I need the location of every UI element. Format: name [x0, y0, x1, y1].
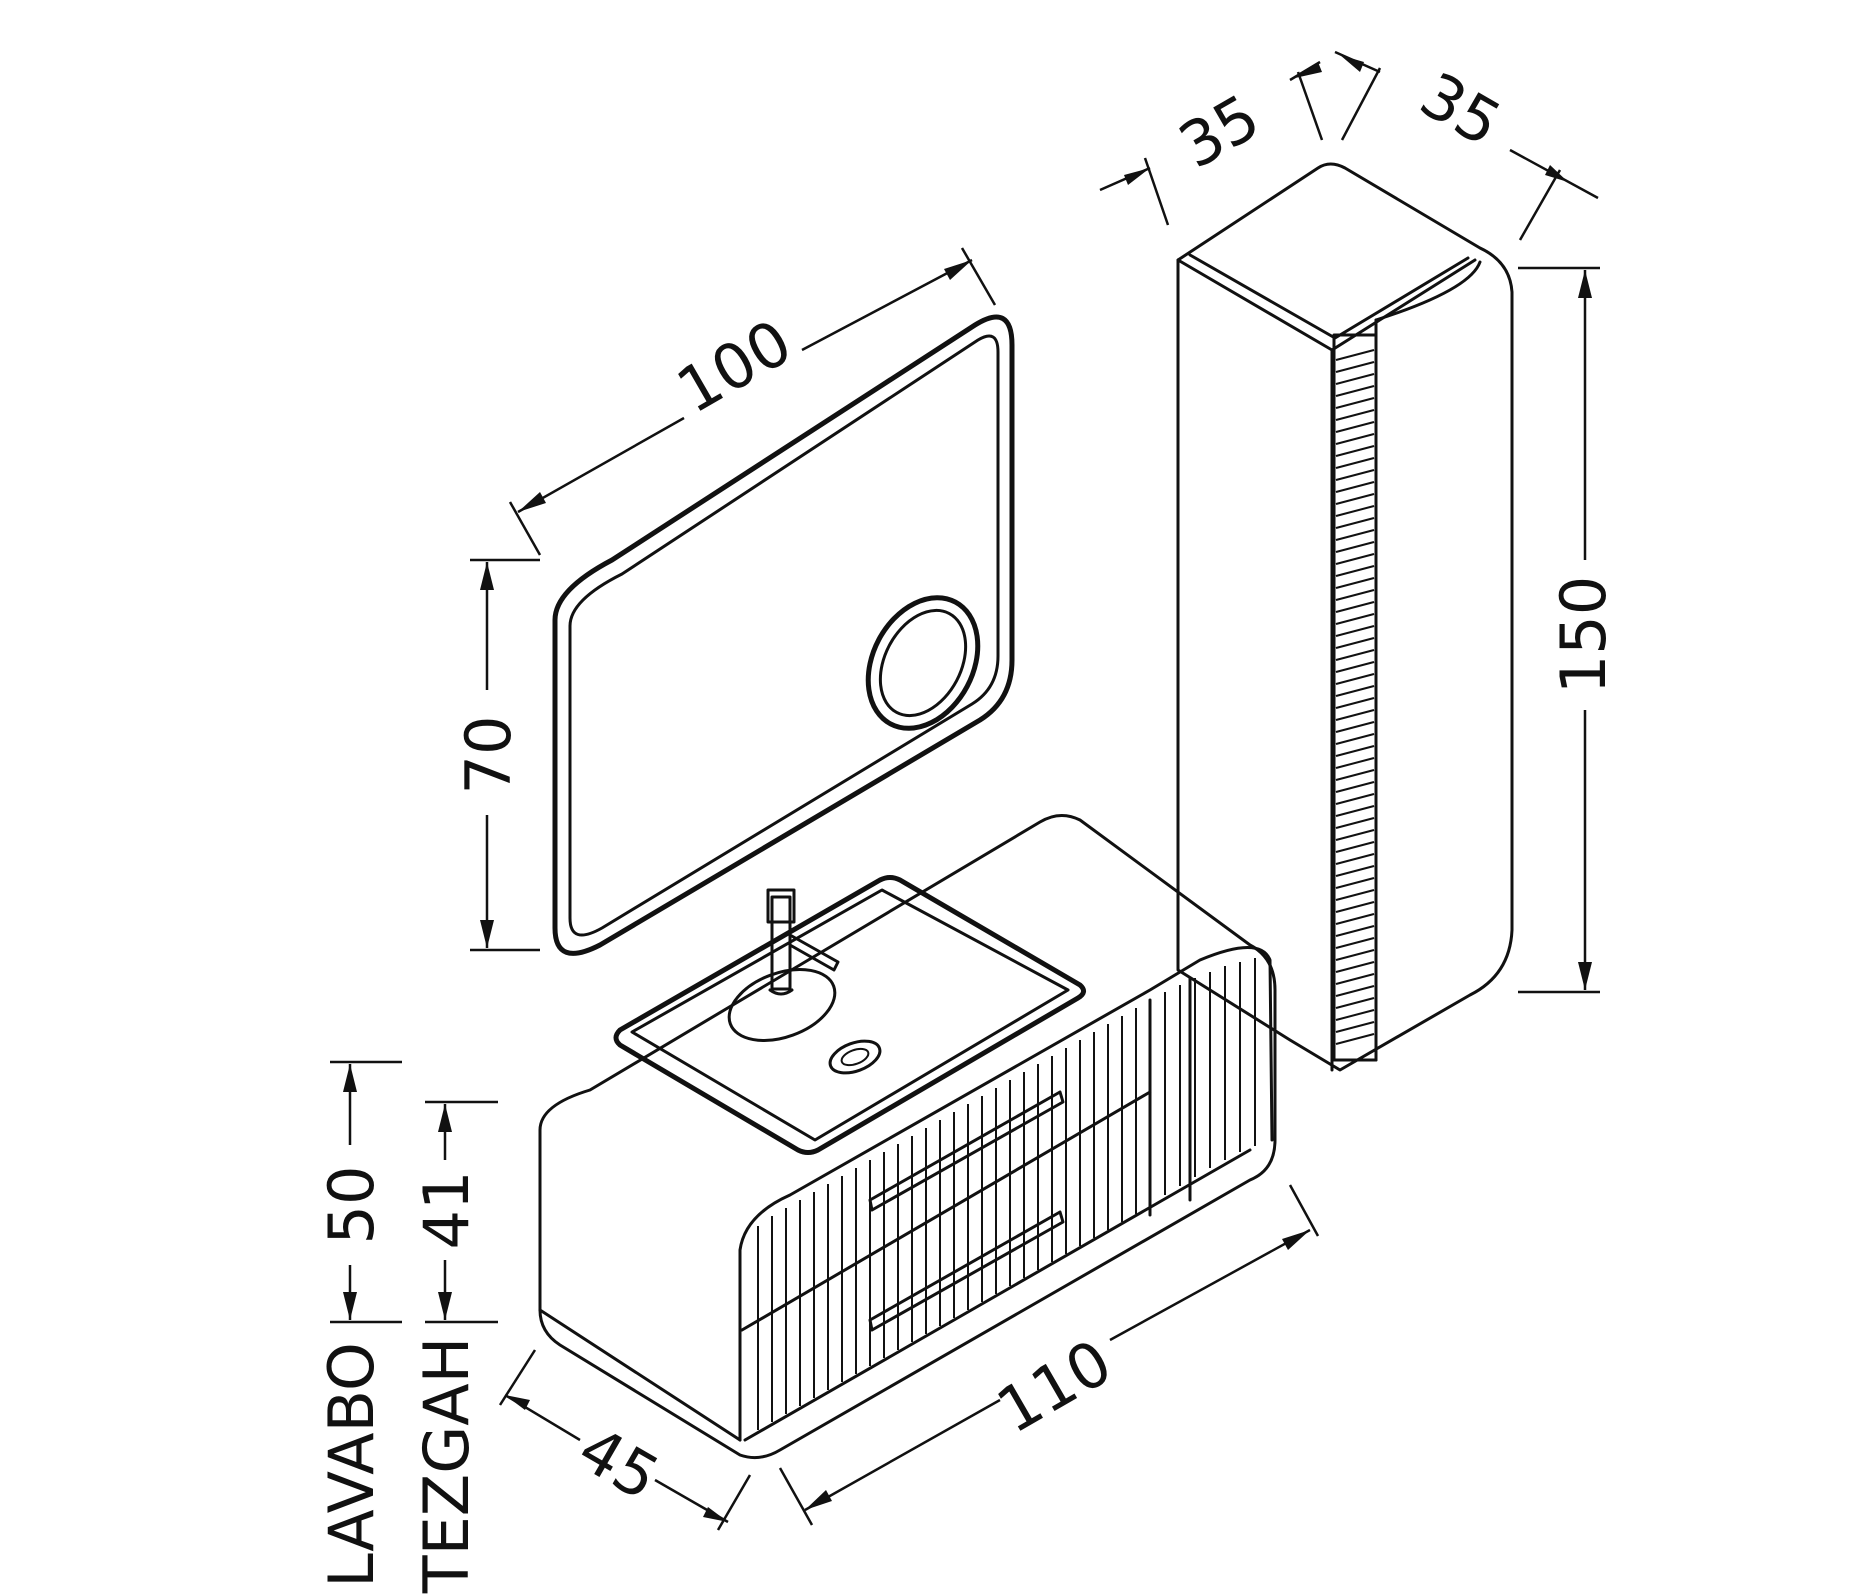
label-vanity-width: 110: [985, 1325, 1124, 1447]
label-vanity-depth: 45: [566, 1412, 671, 1515]
vanity-unit: [538, 814, 1277, 1460]
dim-cabinet-width: 35: [1334, 50, 1599, 241]
label-counter: TEZGAH: [410, 1337, 483, 1595]
label-mirror-height: 70: [452, 716, 525, 795]
label-cabinet-depth: 35: [1167, 80, 1272, 183]
dim-counter-height: 41 TEZGAH: [410, 1100, 498, 1595]
dim-vanity-width: 110: [778, 1184, 1320, 1526]
drawer-handle-bottom: [868, 1210, 1065, 1332]
cabinet-fluting: [1335, 349, 1375, 1045]
dim-cabinet-depth: 35: [1099, 60, 1324, 226]
dim-cabinet-height: 150: [1518, 266, 1620, 994]
dim-mirror-height: 70: [452, 558, 540, 952]
label-mirror-width: 100: [665, 305, 804, 427]
label-cabinet-height: 150: [1547, 576, 1620, 694]
magnifier-light: [865, 595, 981, 731]
drawer-handle-top: [868, 1090, 1065, 1212]
faucet: [766, 888, 840, 996]
tall-cabinet: [1176, 162, 1514, 1072]
vanity-fluting: [757, 958, 1256, 1430]
label-cabinet-width: 35: [1408, 58, 1513, 161]
dim-basin-height: 50 LAVABO: [315, 1060, 402, 1588]
label-basin-height: 50: [315, 1166, 388, 1245]
dim-mirror-width: 100: [508, 247, 997, 556]
mirror: [552, 314, 1015, 956]
label-basin: LAVABO: [315, 1342, 388, 1588]
basin: [613, 875, 1086, 1155]
dim-vanity-depth: 45: [498, 1349, 752, 1531]
label-counter-height: 41: [410, 1171, 483, 1250]
